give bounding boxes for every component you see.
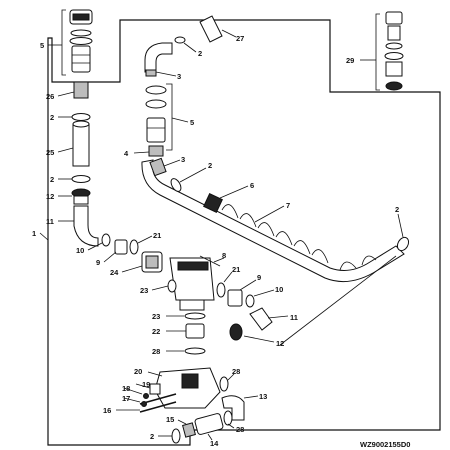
callout-13: 13 [259,392,267,401]
o-ring-21 [129,239,139,255]
callout-4: 4 [124,149,129,158]
valve-assembly [87,233,397,346]
o-ring-28 [184,347,206,355]
o-ring-28-right [219,376,229,392]
elbow-upper [144,42,173,73]
spacer-22 [185,323,205,339]
screws [139,393,177,413]
o-ring-23-lower [184,312,206,320]
o-ring-10-right [245,294,255,308]
callout-10: 10 [76,246,84,255]
callout-2: 2 [395,205,399,214]
callout-5: 5 [40,41,44,50]
left-stack [48,9,99,247]
callout-21: 21 [153,231,161,240]
callout-9: 9 [96,258,100,267]
strainer-body [71,45,91,73]
callout-26: 26 [46,92,54,101]
callout-2: 2 [208,161,212,170]
callout-15: 15 [166,415,174,424]
callout-16: 16 [103,406,111,415]
callout-22: 22 [152,327,160,336]
callout-14: 14 [210,439,219,448]
callout-29: 29 [346,56,354,65]
hose-clamp [171,428,181,444]
callout-11: 11 [46,217,54,226]
long-hose-assembly [141,157,410,283]
callout-5: 5 [190,118,194,127]
nipple-fitting [73,81,89,99]
callout-1: 1 [32,229,36,238]
callout-2: 2 [50,175,54,184]
callout-9: 9 [257,273,261,282]
hose-joint-6 [203,193,223,213]
hose-clamp [396,236,410,252]
callout-19: 19 [142,380,150,389]
callout-2: 2 [50,113,54,122]
nut-9-right [227,289,243,307]
callout-10: 10 [275,285,283,294]
o-ring-10 [101,233,111,247]
callout-11: 11 [290,313,298,322]
nut-9 [114,239,128,255]
callout-23: 23 [140,286,148,295]
strainer-gasket [70,29,92,37]
elbow-fitting-right [249,307,273,331]
hose-section [72,123,90,167]
callout-3: 3 [177,72,181,81]
callout-labels: 1 5 26 2 25 2 12 11 10 9 24 21 23 27 2 3… [32,34,399,448]
callout-7: 7 [286,201,290,210]
hose-clamp [174,36,186,44]
callout-18: 18 [122,384,130,393]
callout-1-leader [39,232,49,241]
o-ring-23 [167,279,177,293]
callout-23: 23 [152,312,160,321]
callout-27: 27 [236,34,244,43]
o-ring-21-right [216,282,226,298]
coupling-14 [194,413,224,435]
callout-3: 3 [181,155,185,164]
callout-12: 12 [46,192,54,201]
strainer-kit-29 [360,11,404,91]
lower-stack [116,312,259,444]
callout-6: 6 [250,181,254,190]
callout-8: 8 [222,251,226,260]
callout-2: 2 [150,432,154,441]
callout-28: 28 [232,367,240,376]
callout-25: 25 [46,148,54,157]
callout-24: 24 [110,268,119,277]
callout-17: 17 [122,394,130,403]
long-hose [141,159,405,283]
callout-12: 12 [276,339,284,348]
elbow-13 [221,395,245,421]
strainer-body-right [146,117,166,143]
elbow-fitting [73,205,99,247]
callout-2: 2 [198,49,202,58]
hose-clamp [170,178,182,192]
fitting-4 [148,145,164,157]
hose-clamp [71,113,91,121]
callout-28: 28 [236,425,244,434]
hose-fitting-3 [149,157,167,177]
callout-21: 21 [232,265,240,274]
upper-fittings [133,15,237,157]
pipe-27 [199,15,223,43]
callout-20: 20 [134,367,142,376]
figure-code: WZ9002155D0 [360,440,410,449]
hose-clamp [71,175,91,183]
callout-28: 28 [152,347,160,356]
o-ring-28-lower [223,410,233,426]
coupling-ring-right [229,323,243,341]
assembly-outline [47,19,441,446]
